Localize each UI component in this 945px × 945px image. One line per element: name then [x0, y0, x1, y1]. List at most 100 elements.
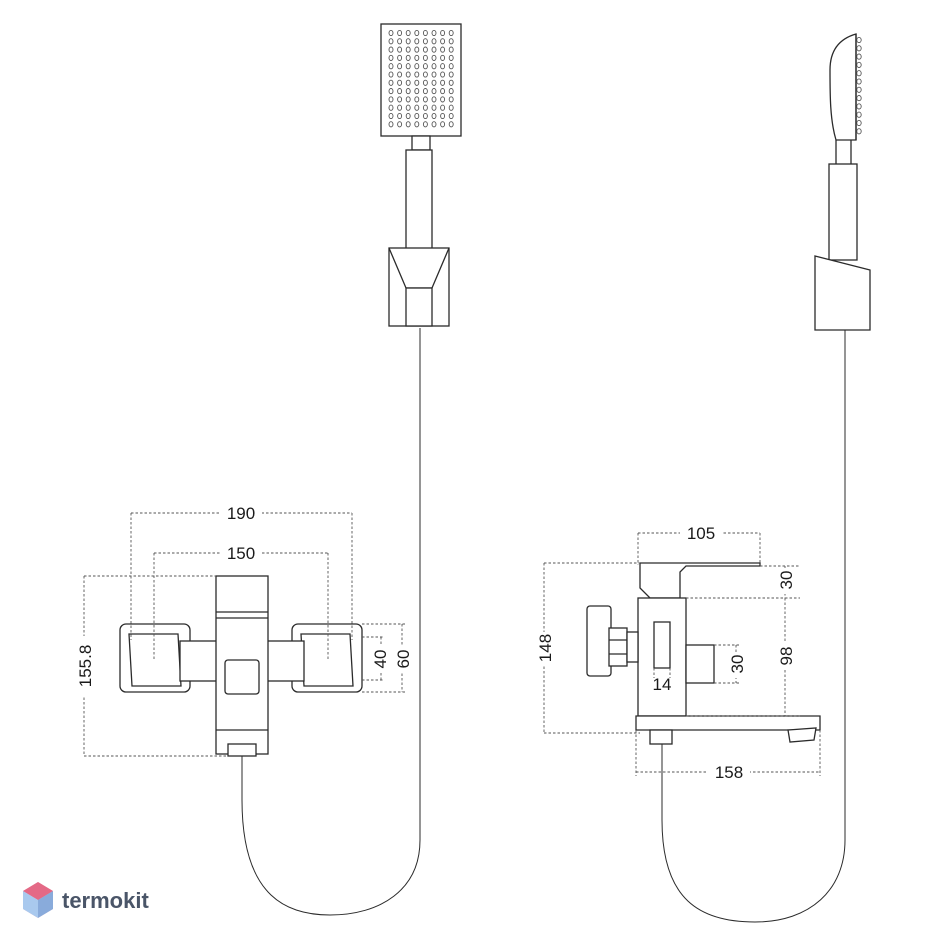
- side-nozzles: [856, 36, 862, 135]
- nozzle: [448, 46, 454, 53]
- nozzle: [414, 54, 420, 61]
- nozzle: [405, 79, 411, 86]
- nozzle: [405, 29, 411, 37]
- nozzle: [448, 54, 454, 61]
- nozzle: [448, 29, 454, 37]
- side-handle: [586, 605, 612, 677]
- nozzle: [405, 38, 411, 45]
- nozzle: [448, 88, 454, 95]
- nozzle: [397, 96, 403, 103]
- nozzle: [431, 46, 437, 53]
- nozzle: [405, 112, 411, 120]
- brand-logo: termokit: [23, 882, 149, 918]
- nozzle: [414, 88, 420, 95]
- side-nozzle: [856, 103, 862, 110]
- knob-hex: [608, 627, 628, 667]
- side-nozzle: [856, 36, 862, 44]
- nozzle: [388, 121, 394, 128]
- nozzle: [422, 71, 428, 78]
- nozzle: [431, 63, 437, 70]
- nozzle: [431, 38, 437, 45]
- center-cap: [224, 659, 260, 695]
- nozzle: [388, 88, 394, 95]
- nozzle: [397, 38, 403, 45]
- nozzle: [431, 54, 437, 61]
- nozzle: [422, 104, 428, 111]
- nozzle: [388, 63, 394, 70]
- nozzle: [397, 88, 403, 95]
- side-connector: [649, 729, 673, 745]
- side-nozzle: [856, 61, 862, 68]
- nozzle: [440, 88, 446, 95]
- side-nozzle: [856, 95, 862, 102]
- dim-148: 148: [536, 634, 555, 662]
- nozzle: [448, 121, 454, 128]
- nozzle: [405, 121, 411, 128]
- shower-nozzles: [388, 29, 454, 128]
- side-nozzle: [856, 70, 862, 77]
- nozzle: [440, 121, 446, 128]
- shower-head-side: [829, 33, 857, 141]
- nozzle: [405, 96, 411, 103]
- side-hose: [661, 330, 846, 923]
- head-neck: [411, 135, 431, 151]
- lever: [639, 562, 761, 599]
- nozzle: [431, 88, 437, 95]
- nozzle: [440, 46, 446, 53]
- front-view: [119, 23, 462, 916]
- nozzle: [422, 88, 428, 95]
- hexagon-cube-logo-icon: [23, 882, 53, 918]
- side-view: [586, 33, 871, 923]
- nozzle: [440, 38, 446, 45]
- nozzle: [414, 46, 420, 53]
- nozzle: [388, 46, 394, 53]
- nozzle: [414, 38, 420, 45]
- nozzle: [414, 104, 420, 111]
- nozzle: [440, 54, 446, 61]
- nozzle: [448, 104, 454, 111]
- nozzle: [405, 71, 411, 78]
- nozzle: [440, 29, 446, 37]
- nozzle: [431, 96, 437, 103]
- dim-14: 14: [653, 675, 672, 694]
- nozzle: [431, 79, 437, 86]
- nozzle: [431, 29, 437, 37]
- nozzle: [405, 54, 411, 61]
- nozzle: [414, 79, 420, 86]
- nozzle: [388, 54, 394, 61]
- dim-30-outlet: 30: [728, 655, 747, 674]
- dim-190: 190: [227, 504, 255, 523]
- dim-60: 60: [394, 650, 413, 669]
- dim-158: 158: [715, 763, 743, 782]
- nozzle: [388, 112, 394, 120]
- nozzle: [440, 104, 446, 111]
- nozzle: [422, 54, 428, 61]
- nozzle: [422, 96, 428, 103]
- nozzle: [405, 46, 411, 53]
- side-nozzle: [856, 111, 862, 118]
- nozzle: [431, 71, 437, 78]
- front-dimensions: 190 150 155.8 40 60: [74, 503, 413, 757]
- side-nozzle: [856, 86, 862, 93]
- spout: [635, 715, 821, 731]
- nozzle: [440, 79, 446, 86]
- nozzle: [414, 112, 420, 120]
- nozzle: [388, 38, 394, 45]
- nozzle: [397, 121, 403, 128]
- nozzle: [448, 63, 454, 70]
- front-hose: [241, 328, 421, 916]
- nozzle: [397, 29, 403, 37]
- nozzle: [422, 46, 428, 53]
- nozzle: [440, 112, 446, 120]
- left-stem: [179, 640, 219, 682]
- shower-handle-side: [828, 163, 858, 261]
- left-handle-inner: [128, 633, 182, 687]
- nozzle: [422, 121, 428, 128]
- shower-handle-front: [405, 149, 433, 261]
- outlet: [685, 644, 715, 684]
- nozzle: [414, 121, 420, 128]
- holder-side: [814, 255, 871, 331]
- nozzle: [397, 54, 403, 61]
- dim-155-8: 155.8: [76, 645, 95, 688]
